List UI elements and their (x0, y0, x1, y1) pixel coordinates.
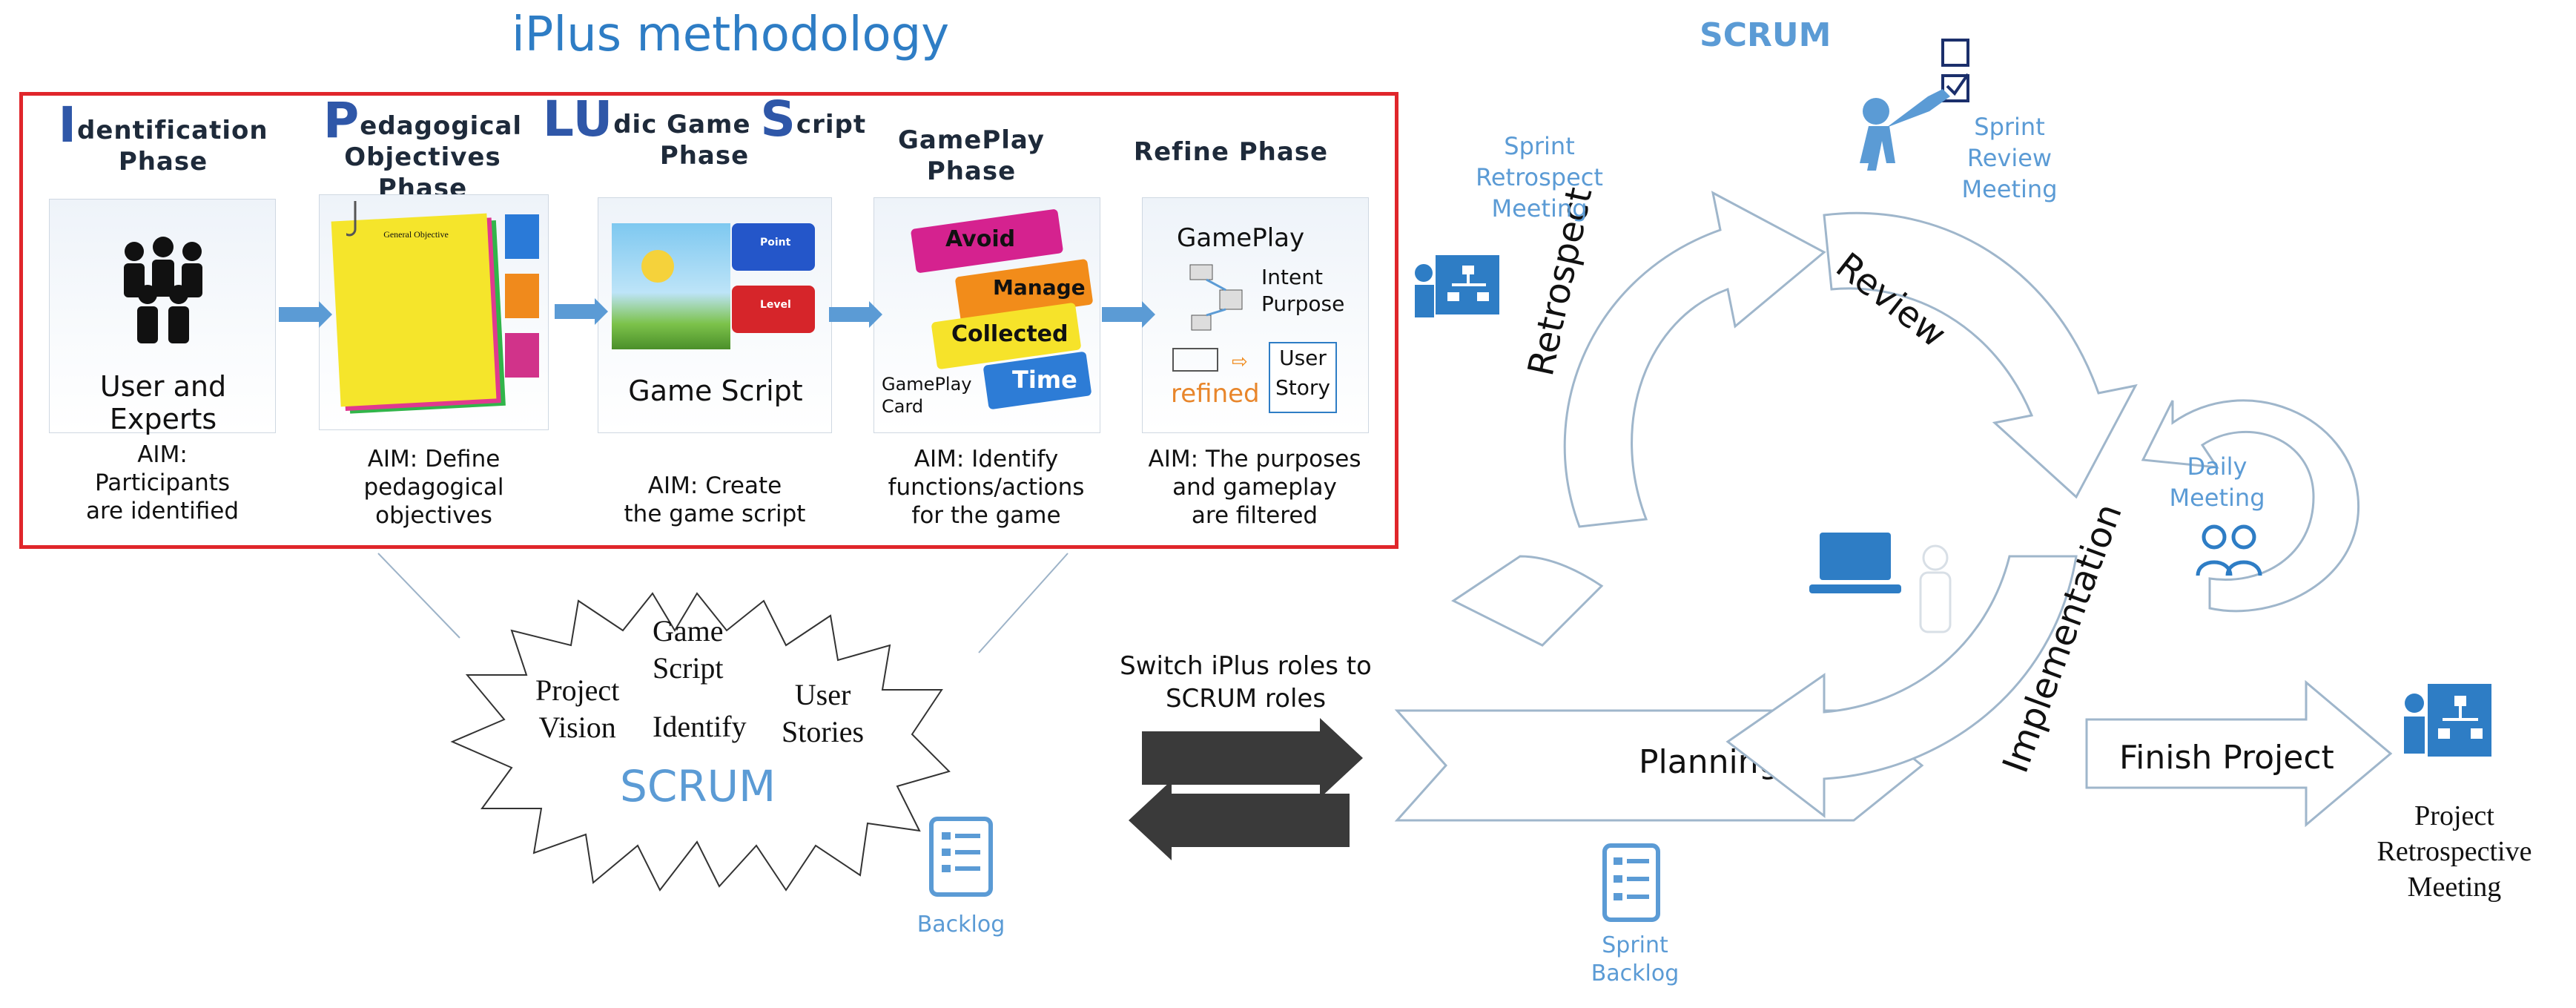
diagram-title: iPlus methodology (512, 7, 950, 62)
user-story-story: Story (1275, 375, 1330, 400)
point-block (732, 223, 815, 271)
refine-arrow-icon: ⇨ (1232, 351, 1248, 373)
lego-manage-label: Manage (993, 275, 1086, 300)
sprint-backlog-icon (1602, 843, 1660, 922)
game-scene-image (612, 223, 730, 349)
backlog-label: Backlog (917, 912, 1005, 938)
objective-tab-pink (505, 333, 539, 378)
card-gameplay: Avoid Manage Collected Time GamePlay Car… (873, 197, 1100, 433)
gameplay-card-label: GamePlay Card (882, 374, 972, 417)
retrospect-arrow (1563, 191, 1826, 528)
people-group-icon (124, 237, 202, 343)
person-outline-icon (1919, 544, 1952, 633)
retrospect-tail (1451, 555, 1604, 647)
laptop-icon (1809, 533, 1901, 593)
user-story-box: User Story (1269, 342, 1337, 413)
sprint-review-figure-icon (1860, 39, 1969, 171)
card-refine: GamePlay Intent Purpose ⇨ refined User S… (1142, 197, 1369, 433)
refine-envelope-icon (1172, 348, 1218, 372)
backlog-icon (929, 817, 993, 897)
phase-title-identification: Identification Phase (58, 96, 268, 177)
phase-title-refine: Refine Phase (1133, 137, 1329, 167)
card-user-and-experts: User and Experts (49, 199, 276, 435)
paperclip-icon (346, 201, 357, 237)
sprint-cycle (1451, 191, 2138, 819)
daily-meeting-loop (2141, 399, 2360, 613)
card-game-script: Point Level Game Script (598, 197, 832, 433)
arrow-left-dark (1129, 780, 1350, 860)
level-block (732, 286, 815, 333)
finish-project-arrow (2085, 679, 2393, 828)
lego-time-label: Time (1012, 366, 1077, 394)
project-retrospective-icon (2404, 684, 2491, 757)
switch-arrows (1129, 718, 1363, 860)
objective-tab-orange (505, 274, 539, 318)
cloud-scrum: SCRUM (620, 761, 776, 811)
phase-arrow-1 (279, 301, 332, 328)
sun-icon (641, 250, 674, 283)
level-block-label: Level (760, 299, 791, 311)
scrum-cloud-burst (450, 592, 951, 892)
refine-gameplay-text: GamePlay (1177, 223, 1305, 253)
user-story-user: User (1279, 346, 1327, 370)
iplus-phases-frame (19, 92, 1398, 549)
refine-intent-text: Intent (1261, 265, 1323, 289)
daily-meeting-people-icon (2196, 524, 2262, 576)
scrum-label: SCRUM (1700, 16, 1832, 54)
phase-title-ludic-game-script: LUdic Game Script Phase (542, 90, 867, 171)
phase-arrow-3 (829, 301, 882, 328)
card-text-game-script: Game Script (628, 375, 803, 407)
implementation-arrow (1725, 555, 2078, 819)
card-text-user-experts: User and Experts (99, 370, 227, 435)
finish-project-label: Finish Project (2119, 739, 2334, 777)
phase-arrow-4 (1102, 301, 1155, 328)
arrow-right-dark (1142, 718, 1363, 798)
review-arrow (1823, 211, 2138, 499)
objective-tab-blue (505, 214, 539, 259)
retrospect-meeting-icon (1415, 255, 1499, 317)
point-block-label: Point (760, 237, 791, 248)
objective-note-title: General Objective (383, 229, 449, 240)
computer-network-icon (1189, 264, 1243, 331)
refine-purpose-text: Purpose (1261, 291, 1345, 316)
phase-title-gameplay: GamePlay Phase (898, 125, 1045, 186)
lego-collected-label: Collected (951, 321, 1069, 347)
refine-refined-text: refined (1171, 379, 1260, 409)
phase-arrow-2 (555, 298, 608, 325)
cloud-identify: Identify (653, 710, 747, 743)
lego-avoid-label: Avoid (945, 226, 1016, 252)
